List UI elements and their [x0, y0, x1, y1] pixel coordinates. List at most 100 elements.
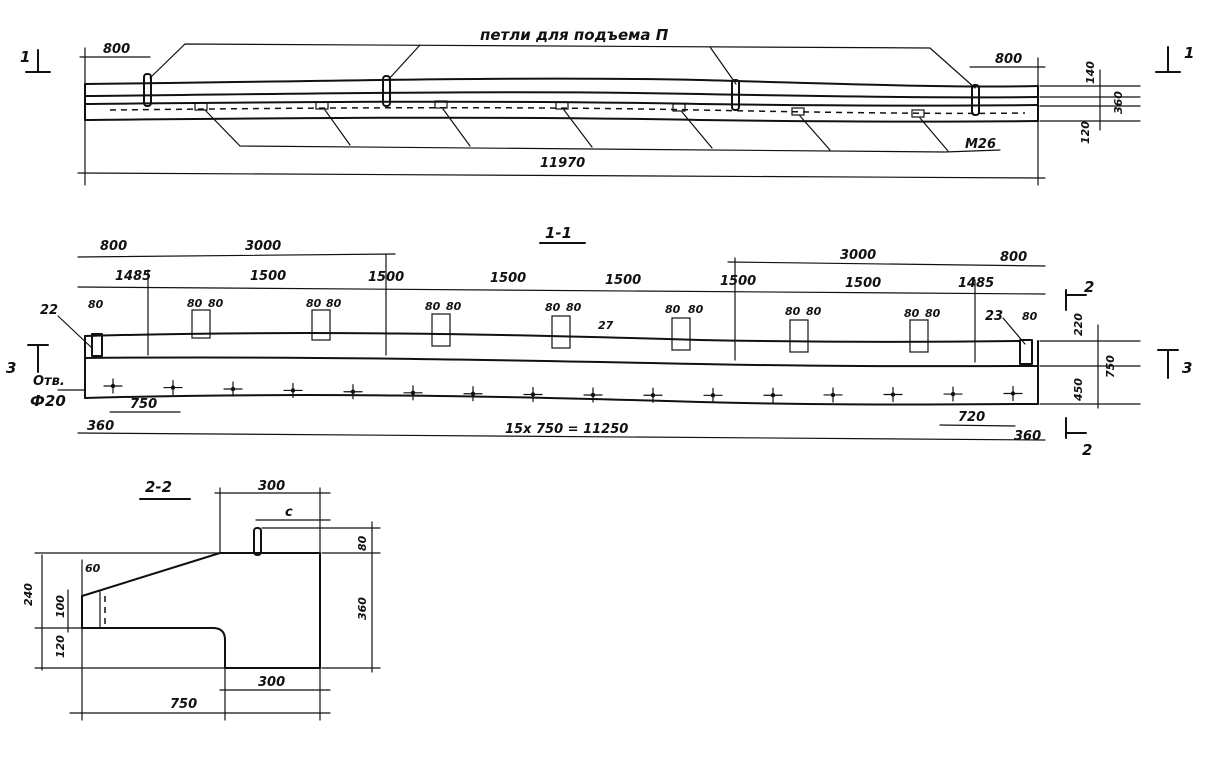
hole-marker: [343, 384, 363, 400]
cut-3-left-label: 3: [6, 359, 16, 377]
plan-view: петли для подъема П М26 800 800 11970 14…: [20, 26, 1194, 186]
plan-dim-360: 360: [1112, 91, 1125, 114]
dim-top-800-right: 800: [1000, 250, 1027, 265]
dim-300-top: 300: [258, 479, 285, 494]
plan-rebar-dashed: [109, 106, 1026, 115]
plan-dim-140: 140: [1084, 61, 1097, 84]
m26-plate-7: [911, 109, 925, 118]
stud-slot-2: [311, 309, 331, 341]
m26-leader-3: [442, 108, 471, 147]
cut-3-right-label: 3: [1182, 359, 1192, 377]
lifting-loop-2: [382, 75, 391, 107]
lifting-loop-4: [971, 84, 980, 116]
hole-marker: [883, 386, 903, 403]
cut-marker-1-right: [1155, 46, 1181, 73]
m26-leader-5: [681, 111, 713, 149]
cut-marker-1-left: [25, 49, 51, 73]
spacing-dim-4: 1500: [490, 271, 526, 286]
hole-marker: [403, 385, 423, 401]
plan-beam-edge-3: [84, 100, 1039, 107]
hole-marker: [283, 382, 303, 399]
dim-11250: [77, 432, 1046, 441]
dim-360-2-2: 360: [356, 597, 369, 620]
dim-720: [939, 424, 1016, 427]
plan-dim-120: 120: [1079, 121, 1092, 144]
dim-360-right: 360: [1014, 429, 1041, 444]
plan-dim-800-right: 800: [995, 52, 1022, 67]
small-80-c: 80: [208, 297, 224, 310]
small-80-n: 80: [904, 307, 920, 320]
label-23: 23: [985, 309, 1003, 324]
m26-plate-1: [194, 102, 208, 111]
dim-300-bottom: 300: [258, 675, 285, 690]
small-80-a: 80: [88, 298, 104, 311]
hole-marker: [763, 387, 783, 403]
dim-top-3000-right: 3000: [840, 248, 876, 263]
section-1-1-title: 1-1: [545, 224, 572, 242]
small-80-b: 80: [187, 297, 203, 310]
section-beam-middle: [84, 356, 1039, 368]
small-80-j: 80: [665, 303, 681, 316]
m26-leader-7: [919, 117, 949, 152]
spacing-dim-5: 1500: [605, 273, 641, 288]
loops-leader: [149, 43, 976, 89]
section-beam-bottom: [84, 394, 1039, 406]
label-22: 22: [40, 303, 58, 318]
leader-22: [57, 315, 93, 349]
cut-marker-2-bottom: [1065, 417, 1087, 439]
hole-marker: [583, 387, 603, 403]
dim-750-vert: 750: [1104, 355, 1117, 378]
small-80-f: 80: [425, 300, 441, 313]
small-80-h: 80: [545, 301, 561, 314]
cut-2-bottom-label: 2: [1082, 441, 1092, 459]
m26-leader-4: [563, 109, 593, 148]
dim-top-3000-left: 3000: [245, 239, 281, 254]
lifting-loop-1: [143, 73, 152, 107]
section-2-2-profile: [81, 552, 321, 669]
small-80-e: 80: [326, 297, 342, 310]
stud: [253, 527, 262, 556]
dim-line-11970: [77, 172, 1046, 179]
dim-60-2-2: 60: [85, 562, 101, 575]
dim-220: 220: [1072, 313, 1085, 336]
m26-plate-2: [315, 101, 329, 110]
dim-750-2-2: 750: [170, 697, 197, 712]
small-80-d: 80: [306, 297, 322, 310]
section-1-1: 1-1: [6, 224, 1192, 459]
section-left-end-block: [91, 333, 103, 357]
stud-slot-4: [551, 315, 571, 349]
plan-dim-800-left: 800: [103, 42, 130, 57]
dim-3000-right: [727, 261, 1046, 267]
cut-marker-3-left: [27, 344, 49, 373]
section-2-2-title: 2-2: [145, 478, 172, 496]
hole-marker: [943, 386, 963, 402]
small-80-i: 80: [566, 301, 582, 314]
plan-beam-bottom-edge: [84, 116, 1039, 123]
loops-leader-3: [709, 46, 737, 85]
stud-slot-3: [431, 313, 451, 347]
cut-1-right-label: 1: [1184, 44, 1194, 62]
stud-slot-7: [909, 319, 929, 353]
m26-leader: [204, 109, 1001, 153]
plan-dim-total: 11970: [540, 156, 585, 171]
label-27: 27: [598, 319, 614, 332]
small-80-g: 80: [446, 300, 462, 313]
hole-marker: [163, 379, 183, 396]
stud-slot-5: [671, 317, 691, 351]
dim-100-2-2: 100: [54, 595, 67, 618]
cut-1-left-label: 1: [20, 48, 30, 66]
small-80-p: 80: [1022, 310, 1038, 323]
small-80-k: 80: [688, 303, 704, 316]
spacing-dim-3: 1500: [368, 270, 404, 285]
holes-row: [103, 378, 1023, 403]
dim-3000-left: [77, 253, 396, 258]
m26-plate-4: [555, 101, 569, 110]
hole-label-1: Отв.: [33, 374, 65, 389]
dim-720: 720: [958, 410, 985, 425]
hole-marker: [103, 378, 123, 394]
dim-450: 450: [1072, 378, 1085, 402]
m26-label: М26: [965, 137, 996, 152]
hole-marker: [703, 387, 723, 403]
hole-spacing-750: 750: [130, 397, 157, 412]
loops-label: петли для подъема П: [480, 26, 669, 44]
